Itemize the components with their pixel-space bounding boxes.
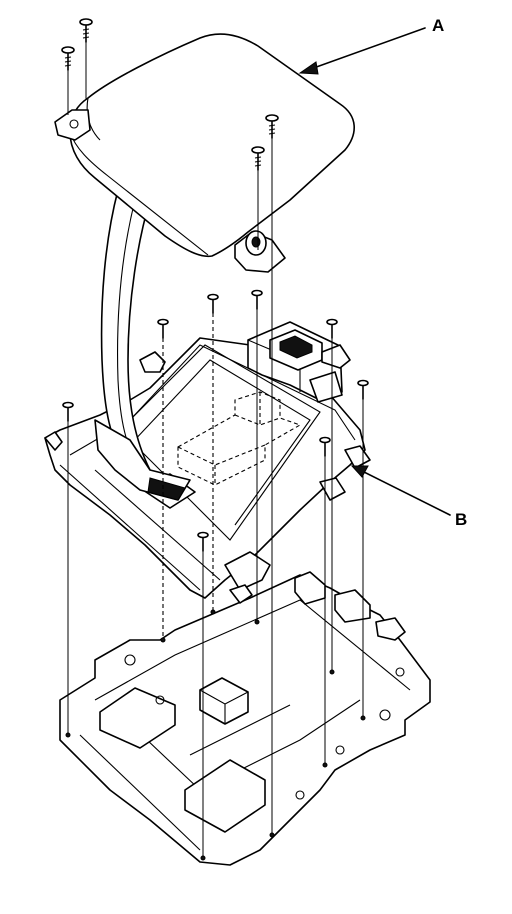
wiring-harness	[94, 189, 191, 501]
callout-label-a: A	[432, 16, 445, 35]
screw-icon	[157, 318, 169, 339]
screw-icon	[265, 114, 279, 139]
screw-icon	[79, 18, 93, 43]
connector-module	[247, 321, 351, 403]
screw-icon	[357, 379, 369, 400]
callout-arrow-icon	[350, 465, 451, 516]
screw-icon	[62, 401, 74, 422]
bottom-mounting-bracket	[59, 571, 431, 866]
screw-icon	[326, 318, 338, 339]
callout-label-b: B	[455, 510, 468, 529]
screw-icon	[61, 46, 75, 71]
screw-icon	[319, 436, 331, 457]
screw-icon	[251, 146, 265, 171]
screw-icon	[251, 289, 263, 310]
screws	[61, 18, 369, 861]
callout-arrow-icon	[298, 27, 426, 75]
screw-icon	[207, 293, 219, 314]
screw-icon	[197, 531, 209, 552]
